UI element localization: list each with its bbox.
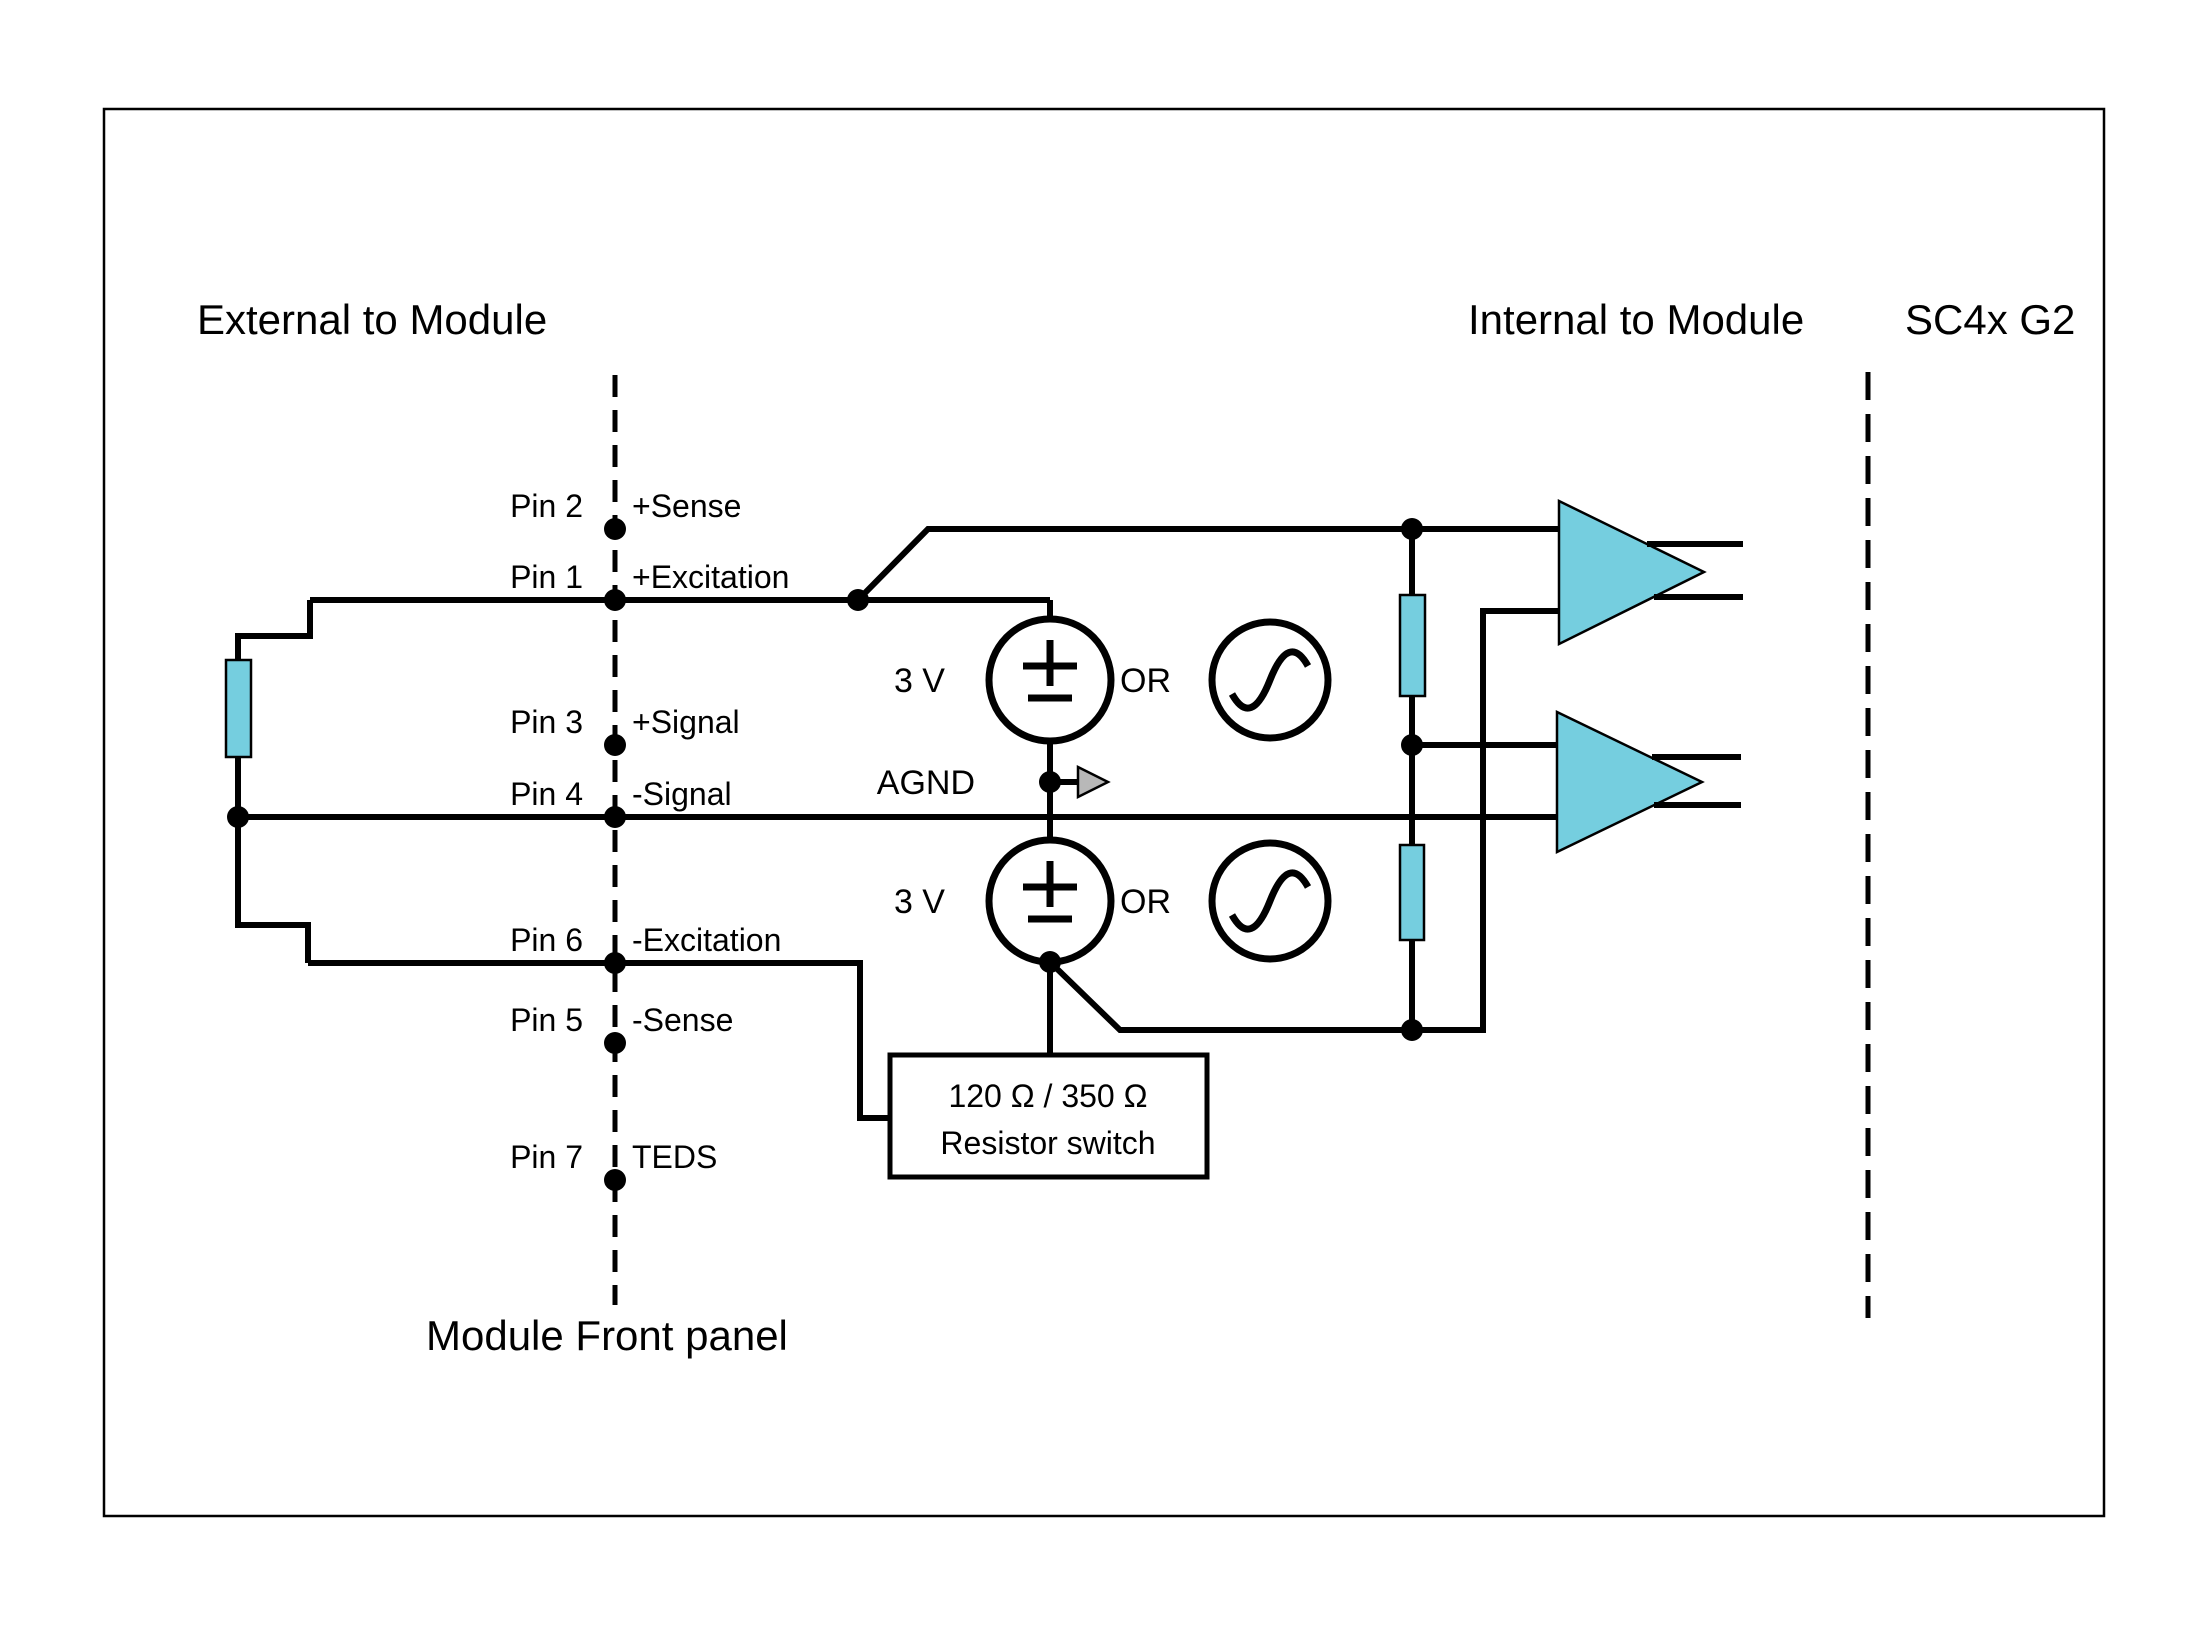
pin-signal-label: +Excitation — [632, 559, 789, 595]
pin-label: Pin 2 — [510, 488, 583, 524]
pin-label: Pin 7 — [510, 1139, 583, 1175]
sense-jumper-dot — [847, 589, 869, 611]
dc-source-bottom-label: 3 V — [894, 883, 945, 921]
external-title: External to Module — [197, 296, 547, 343]
resistor-switch-box — [887, 1052, 1210, 1180]
neg-excitation-wire — [308, 960, 890, 1121]
pin4-dot — [604, 806, 626, 828]
pin-label: Pin 4 — [510, 776, 583, 812]
pin2-dot — [604, 518, 626, 540]
gauge-bottom-step-wire — [235, 817, 311, 963]
resistor-switch-value: 120 Ω / 350 Ω — [948, 1078, 1147, 1114]
amp-bottom-output-wires — [1652, 754, 1741, 808]
pin-label: Pin 3 — [510, 704, 583, 740]
pin5-dot — [604, 1032, 626, 1054]
pin-signal-label: -Sense — [632, 1002, 733, 1038]
pin-signal-label: -Excitation — [632, 922, 781, 958]
pin6-dot — [604, 952, 626, 974]
external-wiring — [235, 597, 1560, 1121]
divider-resistor-top — [1398, 593, 1427, 698]
pin-label: Pin 5 — [510, 1002, 583, 1038]
internal-title: Internal to Module — [1468, 296, 1804, 343]
ac-source-top — [1208, 618, 1332, 742]
strain-gauge-resistor — [224, 658, 253, 759]
junction-dots — [227, 518, 1423, 1191]
model-label: SC4x G2 — [1905, 296, 2075, 343]
source-bottom-dot — [1039, 951, 1061, 973]
amplifier-icon-bottom — [1555, 710, 1705, 854]
neg-source-return-wire — [1047, 608, 1559, 1033]
pin1-dot — [604, 589, 626, 611]
gauge-top-step-wire — [235, 600, 313, 660]
pin-signal-label: +Signal — [632, 704, 740, 740]
pin-signal-label: TEDS — [632, 1139, 717, 1175]
battery-plus-minus-icon — [1023, 640, 1077, 702]
resistor-switch-caption: Resistor switch — [940, 1125, 1155, 1161]
agnd-label: AGND — [877, 764, 975, 802]
divider-resistor-bottom — [1398, 843, 1426, 942]
or-bottom-label: OR — [1120, 883, 1171, 921]
sense-jumper-wire — [855, 526, 1560, 603]
or-top-label: OR — [1120, 662, 1171, 700]
sine-wave-icon — [1228, 869, 1312, 933]
pin-signal-label: +Sense — [632, 488, 741, 524]
sine-wave-icon — [1228, 648, 1312, 712]
agnd-dot — [1039, 771, 1061, 793]
dc-source-bottom — [985, 836, 1115, 966]
gauge-junction-dot — [227, 806, 249, 828]
amplifier-icon-top — [1557, 498, 1707, 647]
bus-top-dot — [1401, 518, 1423, 540]
dc-source-top — [985, 615, 1115, 745]
pin-label: Pin 1 — [510, 559, 583, 595]
diagram-border — [102, 107, 2106, 1518]
agnd-arrow-icon — [1076, 764, 1111, 800]
amp-top-output-wires — [1647, 541, 1743, 600]
bus-mid-dot — [1401, 734, 1423, 756]
dc-source-top-label: 3 V — [894, 662, 945, 700]
pin-labels: Pin 2 +Sense Pin 1 +Excitation Pin 3 +Si… — [510, 488, 789, 1175]
pin-label: Pin 6 — [510, 922, 583, 958]
front-panel-label: Module Front panel — [426, 1312, 788, 1359]
pin7-dot — [604, 1169, 626, 1191]
bus-bottom-dot — [1401, 1019, 1423, 1041]
pin-signal-label: -Signal — [632, 776, 732, 812]
pin3-dot — [604, 734, 626, 756]
battery-plus-minus-icon — [1023, 861, 1077, 923]
ac-source-bottom — [1208, 839, 1332, 963]
